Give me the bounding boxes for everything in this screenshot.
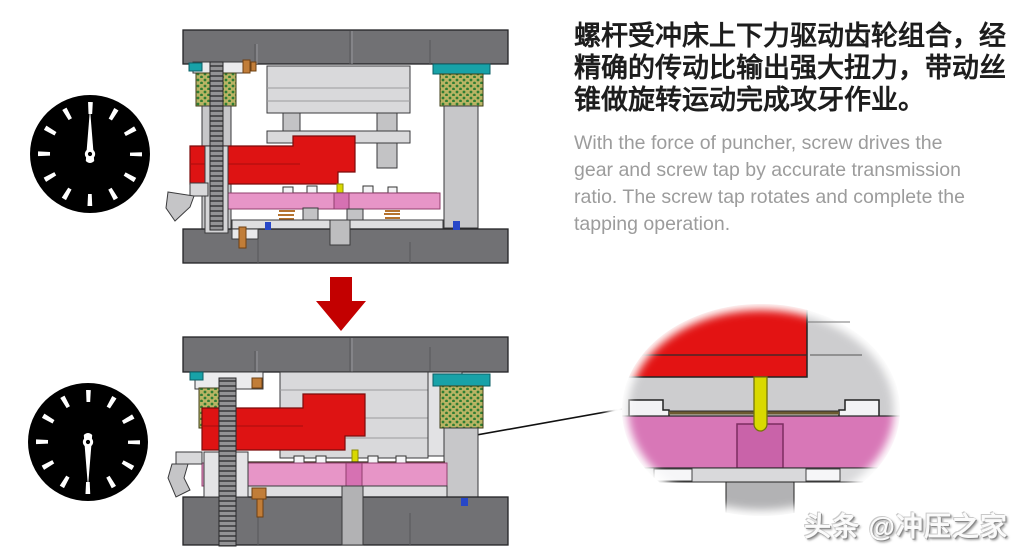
ball-cage-right [439, 385, 484, 429]
punch-holder-block [266, 65, 411, 114]
upper-die-plate [182, 29, 509, 65]
gear-driver-red [189, 135, 356, 185]
down-arrow-icon [316, 277, 366, 331]
stripper-plate [204, 192, 441, 210]
heading-line-1: 螺杆受冲床上下力驱动齿轮组合，经 [574, 21, 1006, 51]
lifter-springs [278, 210, 400, 220]
guide-post-right [443, 105, 479, 229]
description-panel: 螺杆受冲床上下力驱动齿轮组合，经 精确的传动比输出强大扭力，带动丝 锥做旋转运动… [574, 20, 1010, 238]
gear-driver-red [201, 393, 366, 451]
die-open-view [165, 29, 509, 264]
heading-line-3: 锥做旋转运动完成攻牙作业。 [574, 85, 925, 115]
screw-tap [336, 183, 344, 194]
brass-pin [242, 59, 251, 74]
guide-post-right [443, 427, 479, 499]
heading-zh: 螺杆受冲床上下力驱动齿轮组合，经 精确的传动比输出强大扭力，带动丝 锥做旋转运动… [574, 20, 1010, 116]
lead-screw [209, 61, 224, 231]
body-line-4: tapping operation. [574, 213, 731, 235]
teal-bushing-right [432, 373, 491, 387]
clamp-handle [165, 191, 195, 222]
body-line-2: gear and screw tap by accurate transmiss… [574, 159, 961, 181]
detail-callout [608, 290, 914, 530]
watermark: 头条 @冲压之家 [804, 512, 1008, 542]
teal-bushing-left [189, 371, 204, 381]
die-boss [345, 462, 363, 487]
upper-die-plate [182, 336, 509, 373]
ball-cage-right [439, 73, 484, 107]
die-closed-view [167, 336, 509, 547]
clock-down-icon [28, 383, 148, 501]
body-line-3: ratio. The screw tap rotates and complet… [574, 186, 965, 208]
body-en: With the force of puncher, screw drives … [574, 130, 1010, 238]
lead-screw [218, 377, 237, 547]
clock-up-icon [30, 95, 150, 213]
teal-bushing-left [188, 62, 203, 72]
body-line-1: With the force of puncher, screw drives … [574, 132, 943, 154]
clamp-handle [167, 463, 191, 498]
detail-screw-tap [753, 376, 768, 432]
teal-bushing-right [432, 63, 491, 75]
heading-line-2: 精确的传动比输出强大扭力，带动丝 [574, 53, 1006, 83]
die-boss [333, 192, 350, 210]
